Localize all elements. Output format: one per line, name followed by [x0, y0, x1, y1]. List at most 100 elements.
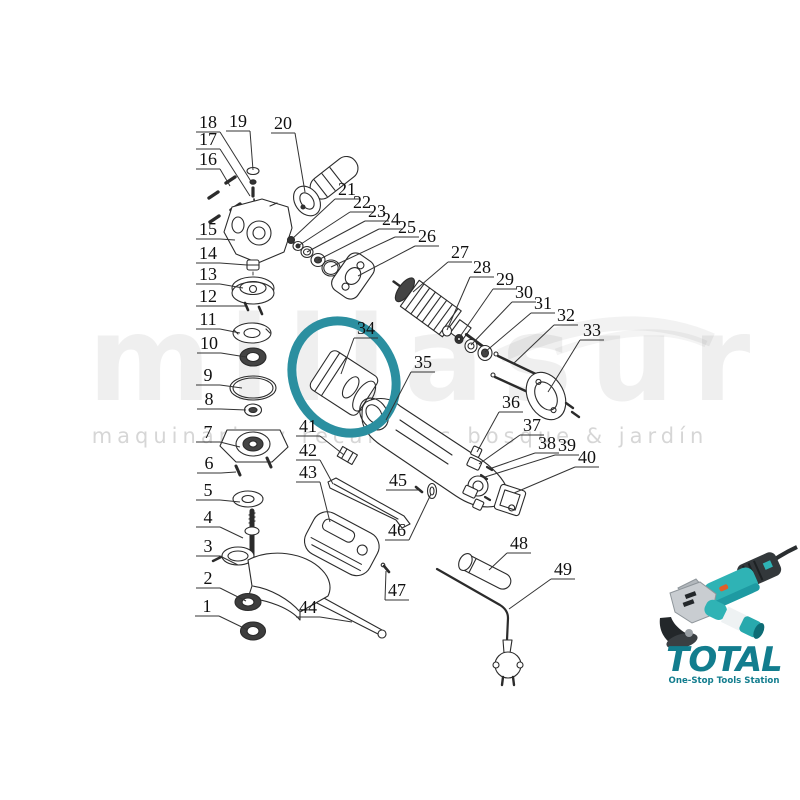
part-21-25-rings: [286, 235, 341, 277]
part-20-side-handle: [293, 155, 359, 217]
svg-text:38: 38: [538, 433, 556, 453]
part-26-bearing-plate: [331, 252, 375, 300]
svg-text:26: 26: [418, 226, 436, 246]
part-40-switch: [493, 483, 527, 517]
callout-42: 42: [296, 440, 334, 485]
callout-34: 34: [340, 318, 378, 375]
part-27-armature: [392, 277, 491, 353]
part-48-cable-sleeve: [458, 552, 512, 590]
callout-20: 20: [271, 113, 306, 193]
svg-text:33: 33: [583, 320, 601, 340]
svg-text:35: 35: [414, 352, 432, 372]
svg-text:30: 30: [515, 282, 533, 302]
callout-21: 21: [290, 179, 359, 241]
callout-26: 26: [357, 226, 439, 277]
callout-38: 38: [488, 433, 559, 470]
part-43-handle-cover: [303, 511, 380, 577]
part-41-carbon-brush: [336, 445, 358, 466]
svg-text:44: 44: [299, 597, 317, 617]
svg-text:8: 8: [205, 389, 214, 409]
callout-27: 27: [412, 242, 472, 293]
part-7-bearing-flange: [219, 429, 289, 463]
callout-9: 9: [196, 365, 243, 389]
callout-25: 25: [330, 217, 419, 268]
svg-text:34: 34: [357, 318, 375, 338]
svg-text:23: 23: [368, 201, 386, 221]
callout-48: 48: [488, 533, 531, 571]
part-45-46-cord-grommet: [414, 482, 438, 500]
callout-49: 49: [508, 559, 575, 610]
svg-text:14: 14: [199, 243, 217, 263]
part-3-wheel-guard: [211, 546, 331, 621]
svg-text:31: 31: [534, 293, 552, 313]
callout-7: 7: [196, 422, 241, 448]
callout-11: 11: [196, 309, 241, 334]
callout-10: 10: [197, 333, 247, 358]
part-17-19-washer-stack: [246, 166, 260, 209]
callout-35: 35: [385, 352, 435, 421]
svg-text:21: 21: [338, 179, 356, 199]
callout-40: 40: [513, 447, 599, 494]
callout-5: 5: [196, 480, 241, 503]
exploded-parts: [207, 155, 581, 687]
svg-text:4: 4: [204, 507, 213, 527]
svg-text:15: 15: [199, 219, 217, 239]
callout-1: 1: [195, 596, 249, 631]
callout-28: 28: [446, 257, 494, 331]
callout-6: 6: [197, 453, 237, 474]
callout-16: 16: [196, 149, 231, 187]
brand-logo-text: TOTAL: [666, 640, 782, 680]
callout-44: 44: [296, 597, 353, 623]
svg-text:48: 48: [510, 533, 528, 553]
callout-39: 39: [484, 435, 579, 478]
callout-8: 8: [197, 389, 247, 411]
part-49-power-cord: [435, 567, 524, 687]
callout-41: 41: [296, 416, 345, 456]
part-2-inner-flange: [234, 592, 262, 612]
svg-text:46: 46: [388, 520, 406, 540]
callout-29: 29: [458, 269, 517, 339]
callout-36: 36: [476, 392, 523, 453]
svg-text:47: 47: [388, 580, 406, 600]
svg-text:1: 1: [203, 596, 212, 616]
svg-text:5: 5: [204, 480, 213, 500]
part-36-39-brush-cluster: [462, 445, 494, 511]
svg-text:13: 13: [199, 264, 217, 284]
callout-33: 33: [547, 320, 604, 393]
grinder-wheel-guard: [659, 617, 698, 650]
callout-31: 31: [484, 293, 555, 353]
svg-text:2: 2: [204, 568, 213, 588]
part-42-lever-bar: [327, 477, 411, 529]
brand-tagline-text: One-Stop Tools Station: [669, 676, 780, 686]
part-8-ring: [243, 403, 263, 417]
callout-2: 2: [196, 568, 247, 602]
part-11-flange-plate: [232, 322, 272, 344]
svg-text:32: 32: [557, 305, 575, 325]
svg-text:36: 36: [502, 392, 520, 412]
grinder-side-handle: [704, 599, 765, 639]
svg-text:6: 6: [205, 453, 214, 473]
svg-text:28: 28: [473, 257, 491, 277]
callout-4: 4: [196, 507, 244, 539]
callout-15: 15: [196, 219, 236, 241]
svg-text:40: 40: [578, 447, 596, 467]
svg-text:45: 45: [389, 470, 407, 490]
callout-23: 23: [306, 201, 389, 253]
part-5-washer: [232, 490, 264, 508]
svg-text:20: 20: [274, 113, 292, 133]
highlight-ellipse: [287, 316, 401, 438]
brand-block: TOTAL One-Stop Tools Station: [659, 545, 798, 686]
callout-37: 37: [478, 415, 544, 465]
svg-text:49: 49: [554, 559, 572, 579]
svg-text:9: 9: [204, 365, 213, 385]
svg-text:27: 27: [451, 242, 469, 262]
svg-text:10: 10: [200, 333, 218, 353]
svg-text:17: 17: [199, 129, 217, 149]
svg-text:7: 7: [204, 422, 213, 442]
part-10-bearing: [239, 347, 267, 367]
callout-32: 32: [512, 305, 578, 365]
svg-text:16: 16: [199, 149, 217, 169]
callout-30: 30: [470, 282, 536, 346]
